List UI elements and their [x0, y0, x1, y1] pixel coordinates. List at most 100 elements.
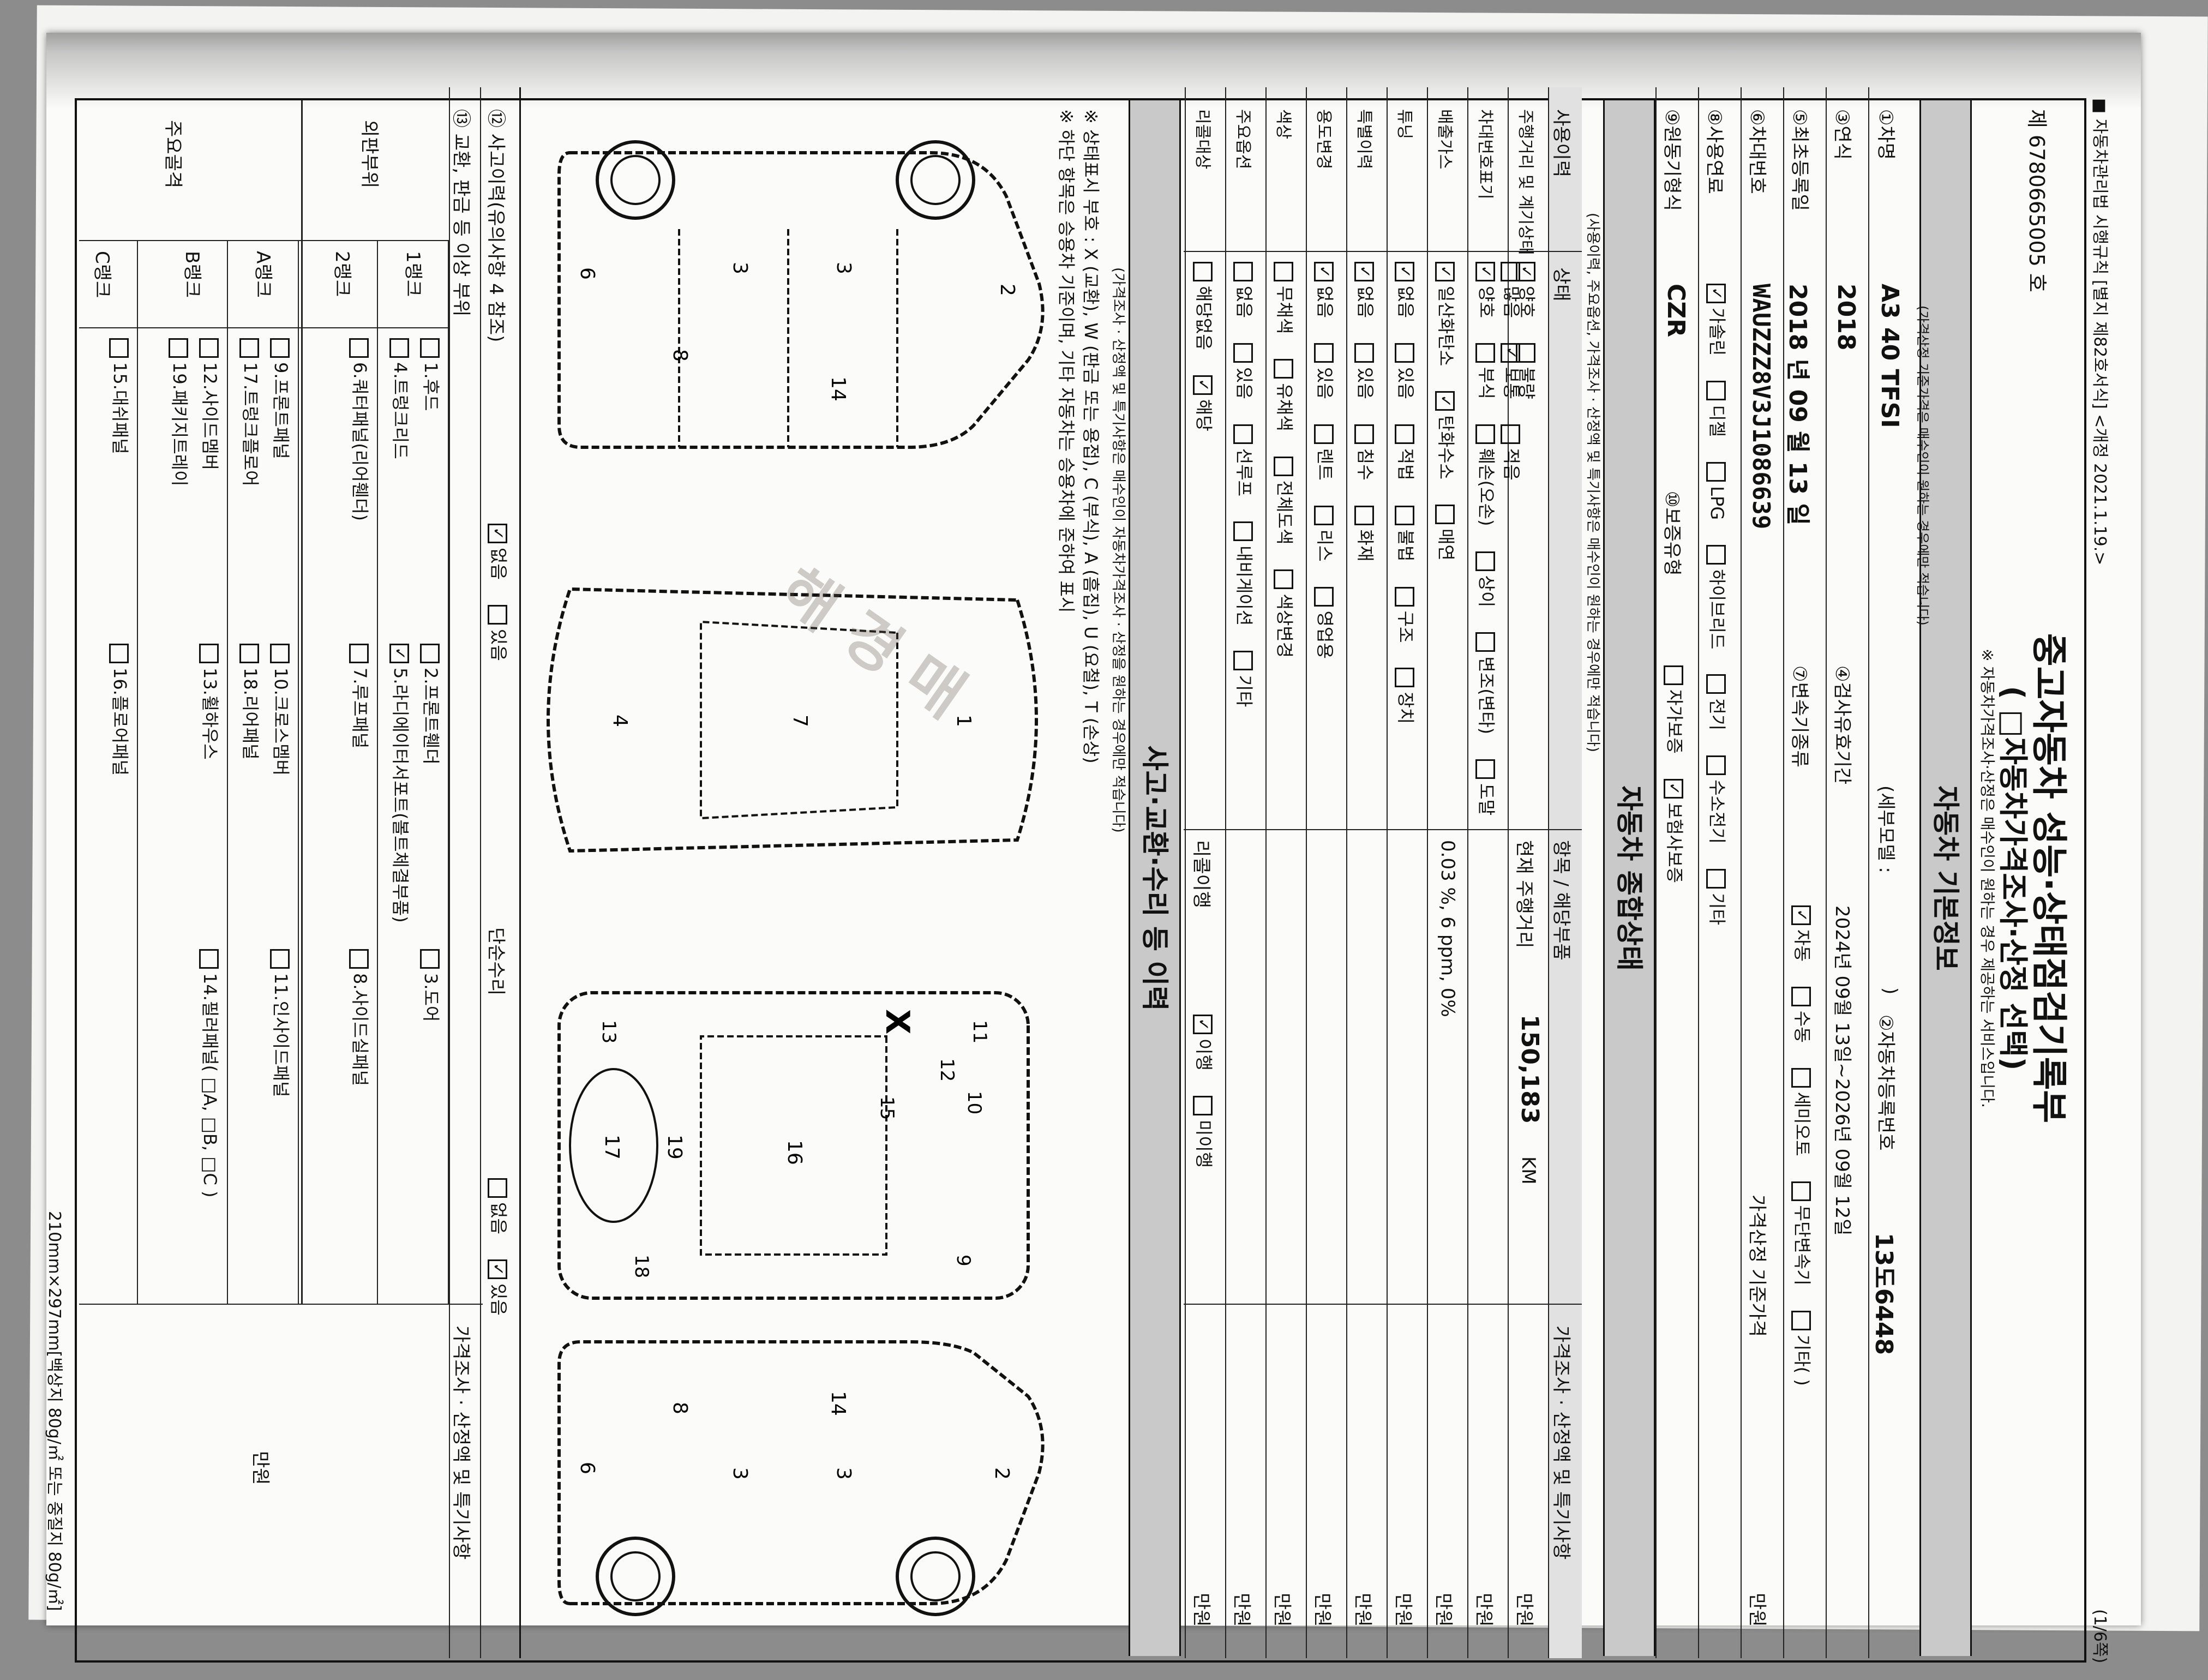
checkbox[interactable]: ✓: [1193, 1015, 1213, 1034]
checkbox[interactable]: [1395, 505, 1414, 525]
checkbox-option[interactable]: 렌트: [1313, 424, 1339, 481]
checkbox-option[interactable]: 17.트렁크플로어: [239, 338, 264, 487]
checkbox-option[interactable]: ✓5.라디에이터서포트(볼트체결부품): [389, 644, 414, 923]
checkbox-option[interactable]: 무단변속기: [1791, 1181, 1816, 1286]
checkbox[interactable]: [1791, 1067, 1811, 1088]
checkbox[interactable]: [1314, 424, 1334, 444]
checkbox-option[interactable]: 무채색: [1273, 262, 1298, 334]
checkbox-option[interactable]: 8.사이드실패널: [349, 949, 374, 1086]
checkbox[interactable]: [1706, 381, 1726, 401]
checkbox[interactable]: [420, 644, 440, 663]
checkbox-option[interactable]: 9.프론트패널: [269, 338, 295, 459]
checkbox-option[interactable]: 4.트렁크리드: [389, 338, 414, 459]
checkbox[interactable]: [1233, 651, 1253, 671]
checkbox-option[interactable]: 미이행: [1192, 1095, 1217, 1168]
checkbox-option[interactable]: ✓일산화탄소: [1435, 262, 1460, 366]
checkbox-option[interactable]: 수동: [1791, 986, 1816, 1043]
checkbox[interactable]: [1233, 262, 1253, 281]
checkbox-option[interactable]: 유채색: [1273, 359, 1298, 431]
checkbox-option[interactable]: 전기: [1706, 674, 1731, 730]
checkbox[interactable]: ✓: [389, 644, 409, 663]
checkbox[interactable]: [1314, 586, 1334, 607]
checkbox[interactable]: [239, 338, 259, 358]
checkbox[interactable]: [1274, 569, 1293, 590]
checkbox[interactable]: ✓: [1664, 778, 1683, 799]
checkbox-option[interactable]: 하이브리드: [1706, 545, 1731, 649]
checkbox[interactable]: [1435, 504, 1455, 524]
checkbox[interactable]: [270, 949, 290, 969]
checkbox[interactable]: [349, 338, 369, 358]
checkbox[interactable]: [420, 338, 440, 358]
checkbox-option[interactable]: ✓가솔린: [1706, 284, 1731, 356]
checkbox-option[interactable]: 색상변경: [1273, 569, 1298, 658]
checkbox[interactable]: [199, 338, 219, 358]
checkbox-option[interactable]: 리스: [1313, 505, 1339, 562]
checkbox[interactable]: [109, 338, 129, 358]
checkbox-option[interactable]: 있음: [1233, 343, 1258, 399]
checkbox[interactable]: [349, 644, 369, 663]
checkbox-option[interactable]: ✓없음: [1313, 262, 1339, 318]
checkbox-option[interactable]: 있음: [1313, 343, 1339, 399]
checkbox-option[interactable]: 7.루프패널: [349, 644, 374, 748]
checkbox-option[interactable]: 자가보증: [1663, 665, 1688, 754]
checkbox[interactable]: [109, 644, 129, 663]
checkbox[interactable]: [1274, 262, 1293, 281]
checkbox-option[interactable]: 15.대쉬패널: [109, 338, 134, 454]
checkbox-option[interactable]: 화재: [1354, 505, 1379, 562]
checkbox-option[interactable]: 적법: [1394, 424, 1419, 481]
checkbox[interactable]: [1274, 359, 1293, 379]
checkbox[interactable]: [488, 604, 507, 625]
checkbox-option[interactable]: 디젤: [1706, 381, 1731, 437]
checkbox-option[interactable]: ✓없음: [487, 524, 512, 580]
checkbox[interactable]: ✓: [1354, 262, 1374, 281]
checkbox-option[interactable]: ✓있음: [487, 1259, 512, 1316]
checkbox[interactable]: ✓: [1435, 391, 1455, 411]
checkbox[interactable]: [1791, 1310, 1811, 1330]
checkbox-option[interactable]: 3.도어: [419, 949, 445, 1022]
checkbox-option[interactable]: 구조: [1394, 586, 1419, 643]
checkbox-option[interactable]: ✓없음: [1394, 262, 1419, 318]
checkbox[interactable]: [1706, 674, 1726, 694]
checkbox-option[interactable]: 2.프론트휀더: [419, 644, 445, 765]
checkbox[interactable]: [1706, 869, 1726, 889]
checkbox[interactable]: ✓: [1314, 262, 1334, 281]
checkbox-option[interactable]: 침수: [1354, 424, 1379, 481]
checkbox[interactable]: [1475, 632, 1495, 652]
checkbox[interactable]: ✓: [1395, 262, 1414, 281]
checkbox-option[interactable]: 18.리어패널: [239, 644, 264, 760]
checkbox-option[interactable]: 없음: [1233, 262, 1258, 318]
checkbox[interactable]: [1706, 462, 1726, 482]
checkbox-option[interactable]: 상이: [1475, 551, 1500, 607]
checkbox[interactable]: [1395, 586, 1414, 607]
checkbox[interactable]: ✓: [488, 524, 507, 543]
checkbox-option[interactable]: 선루프: [1233, 424, 1258, 496]
checkbox[interactable]: [1706, 755, 1726, 776]
checkbox[interactable]: [169, 338, 188, 358]
checkbox-option[interactable]: 있음: [487, 604, 512, 661]
checkbox[interactable]: [1274, 456, 1293, 476]
checkbox[interactable]: [239, 644, 259, 663]
checkbox-option[interactable]: 기타: [1706, 869, 1731, 925]
checkbox[interactable]: [1354, 424, 1374, 444]
checkbox[interactable]: [1475, 759, 1495, 779]
checkbox-option[interactable]: 1.후드: [419, 338, 445, 411]
checkbox[interactable]: [1233, 424, 1253, 444]
checkbox[interactable]: [389, 338, 409, 358]
checkbox-option[interactable]: 매연: [1435, 504, 1460, 561]
checkbox-option[interactable]: 14.필러패널( □A, □B, □C ): [199, 949, 224, 1198]
checkbox-option[interactable]: 전체도색: [1273, 456, 1298, 544]
checkbox[interactable]: [420, 949, 440, 969]
checkbox[interactable]: [1706, 545, 1726, 565]
checkbox-option[interactable]: 불법: [1394, 505, 1419, 562]
checkbox[interactable]: ✓: [1435, 262, 1455, 281]
checkbox-option[interactable]: 기타: [1233, 651, 1258, 707]
checkbox[interactable]: [1475, 343, 1495, 363]
checkbox-option[interactable]: 10.크로스멤버: [269, 644, 295, 776]
checkbox[interactable]: [349, 949, 369, 969]
checkbox-option[interactable]: 11.인사이드패널: [269, 949, 295, 1097]
checkbox[interactable]: ✓: [488, 1259, 507, 1279]
checkbox[interactable]: [1395, 424, 1414, 444]
checkbox-option[interactable]: LPG: [1706, 462, 1727, 520]
checkbox-option[interactable]: 훼손(오손): [1475, 424, 1500, 526]
checkbox[interactable]: [1475, 551, 1495, 571]
